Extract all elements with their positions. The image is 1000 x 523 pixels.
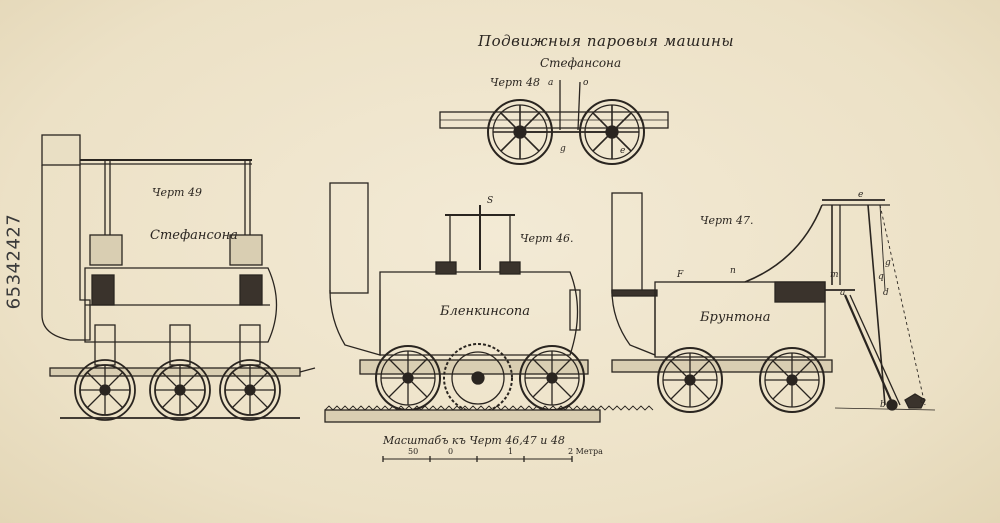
fig47-letter-n: n	[730, 266, 736, 276]
fig47-letter-m: m	[830, 270, 839, 280]
figure-49-stephenson-locomotive	[41, 134, 316, 421]
fig47-letter-b: b	[880, 400, 886, 410]
fig47-name: Брунтона	[700, 310, 771, 325]
fig47-letter-e: e	[858, 190, 864, 200]
fig48-letter-g: g	[560, 144, 566, 154]
figure-48-top-carriage	[439, 80, 669, 165]
fig46-name: Бленкинсопа	[440, 304, 531, 319]
fig47-letter-f: F	[677, 270, 684, 280]
figure-47-brunton-locomotive	[611, 192, 936, 413]
plate-title: Подвижныя паровыя машины	[478, 32, 735, 50]
fig47-letter-g: g	[885, 258, 891, 268]
scale-tick-50: 50	[408, 447, 419, 456]
fig47-label: Черт 47.	[700, 214, 754, 227]
fig48-letter-a: a	[548, 78, 554, 88]
fig48-label: Черт 48	[490, 76, 540, 89]
plate-subtitle: Стефансона	[540, 56, 622, 70]
fig46-letter-s: S	[487, 196, 494, 206]
fig49-name: Стефансона	[150, 228, 238, 243]
scale-label: Масштабъ къ Черт 46,47 и 48	[383, 434, 565, 447]
fig49-label: Черт 49	[152, 186, 202, 199]
fig46-label: Черт 46.	[520, 232, 574, 245]
fig47-letter-q: q	[878, 272, 884, 282]
scale-tick-2-meters: 2 Метра	[568, 447, 603, 456]
fig47-letter-a: a	[840, 288, 846, 298]
fig48-letter-e: e	[620, 146, 626, 156]
scale-tick-1: 1	[508, 447, 514, 456]
scale-tick-0: 0	[448, 447, 454, 456]
fig47-letter-c: c	[920, 396, 926, 406]
fig47-letter-d: d	[883, 288, 889, 298]
fig48-letter-o: o	[583, 78, 589, 88]
scale-bar	[382, 456, 573, 462]
figure-46-blenkinsop-locomotive	[324, 182, 654, 423]
